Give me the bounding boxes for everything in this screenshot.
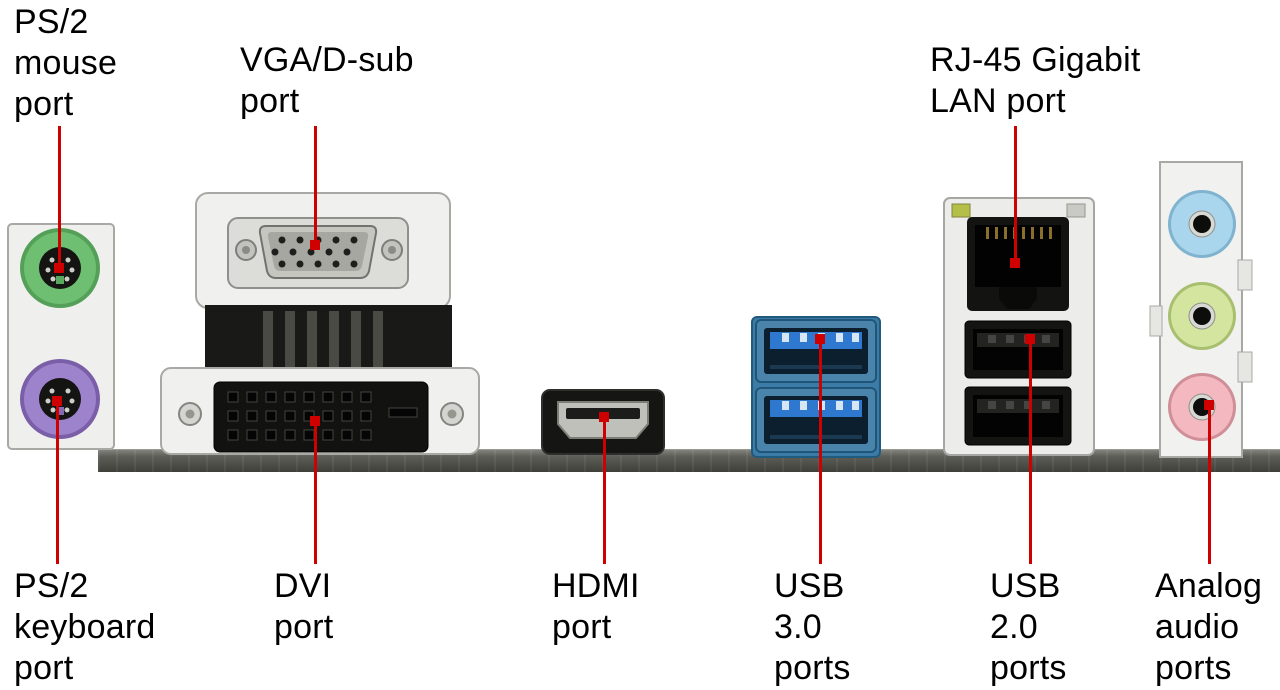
marker-vga (310, 240, 320, 250)
marker-hdmi (599, 412, 609, 422)
usb2-port-bottom (964, 386, 1072, 446)
marker-ps2-keyboard (52, 396, 62, 406)
leader-usb2 (1029, 338, 1032, 564)
leader-usb3 (819, 338, 822, 564)
audio-jack-line-out (1168, 282, 1236, 350)
lan-led-right (1066, 203, 1086, 218)
leader-hdmi (603, 416, 606, 564)
marker-ps2-mouse (54, 263, 64, 273)
label-hdmi: HDMI port (552, 567, 640, 646)
usb2-port-top (964, 320, 1072, 379)
label-ps2-mouse: PS/2 mouse port (14, 3, 118, 123)
leader-dvi (314, 420, 317, 564)
marker-dvi (310, 416, 320, 426)
connector-stack-body (205, 305, 452, 375)
leader-rj45 (1014, 126, 1017, 264)
audio-jack-mic (1168, 373, 1236, 441)
audio-jack-bracket (1149, 161, 1253, 458)
label-usb3: USB 3.0 ports (774, 567, 851, 687)
usb3-port-bottom (755, 387, 877, 453)
leader-ps2-mouse (58, 126, 61, 270)
dvi-port (178, 381, 464, 453)
label-audio: Analog audio ports (1155, 567, 1263, 687)
vga-dvi-stack (160, 192, 480, 455)
marker-rj45 (1010, 258, 1020, 268)
leader-vga (314, 126, 317, 246)
label-dvi: DVI port (274, 567, 334, 646)
audio-jack-line-in (1168, 190, 1236, 258)
leader-ps2-keyboard (56, 400, 59, 564)
leader-audio (1208, 404, 1211, 564)
vga-port (227, 217, 409, 289)
marker-audio (1204, 400, 1214, 410)
label-usb2: USB 2.0 ports (990, 567, 1067, 687)
label-rj45: RJ-45 Gigabit LAN port (930, 41, 1141, 120)
label-vga: VGA/D-sub port (240, 41, 414, 120)
label-ps2-keyboard: PS/2 keyboard port (14, 567, 156, 687)
usb3-ports (751, 316, 881, 458)
lan-led-left (951, 203, 971, 218)
usb3-port-top (755, 319, 877, 383)
marker-usb3 (815, 334, 825, 344)
ps2-port-bracket (7, 223, 115, 450)
marker-usb2 (1025, 334, 1035, 344)
lan-usb2-tower (943, 197, 1095, 456)
